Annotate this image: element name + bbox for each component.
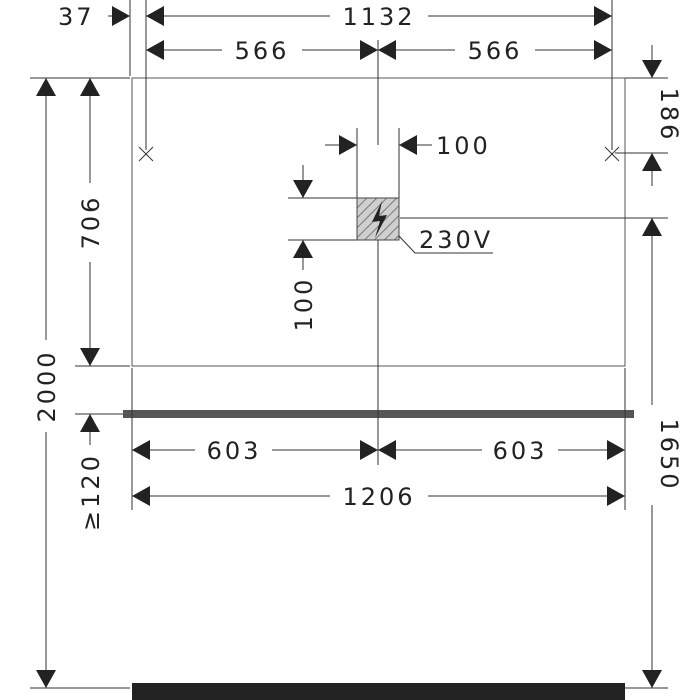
dim-gap-below: ≥120 [77, 453, 105, 531]
dim-total-height: 2000 [33, 349, 61, 422]
voltage-leader [398, 235, 493, 254]
floor-bar [132, 683, 625, 700]
lightning-bolt-icon [372, 201, 387, 238]
dim-outlet-width: 100 [436, 132, 491, 160]
dim-outlet-height-from-floor: 1650 [655, 418, 683, 491]
dim-mount-height-from-top: 186 [655, 88, 683, 143]
mounting-point-left-cross-mark-icon [138, 146, 154, 162]
dim-total-width: 1206 [342, 483, 415, 511]
dim-voltage: 230V [419, 226, 493, 254]
dim-half-mount-right: 566 [468, 37, 523, 65]
dim-half-width-right: 603 [493, 437, 548, 465]
dim-mirror-height: 706 [77, 195, 105, 250]
dim-outlet-height: 100 [290, 277, 318, 332]
dim-half-width-left: 603 [207, 437, 262, 465]
dim-total-mount-width: 1132 [342, 3, 415, 31]
arrowheads [36, 6, 662, 688]
dim-half-mount-left: 566 [235, 37, 290, 65]
extension-lines [30, 0, 668, 689]
mounting-point-right-cross-mark-icon [604, 146, 620, 162]
dim-offset-left: 37 [58, 3, 95, 31]
dimension-lines-horizontal [108, 15, 625, 497]
